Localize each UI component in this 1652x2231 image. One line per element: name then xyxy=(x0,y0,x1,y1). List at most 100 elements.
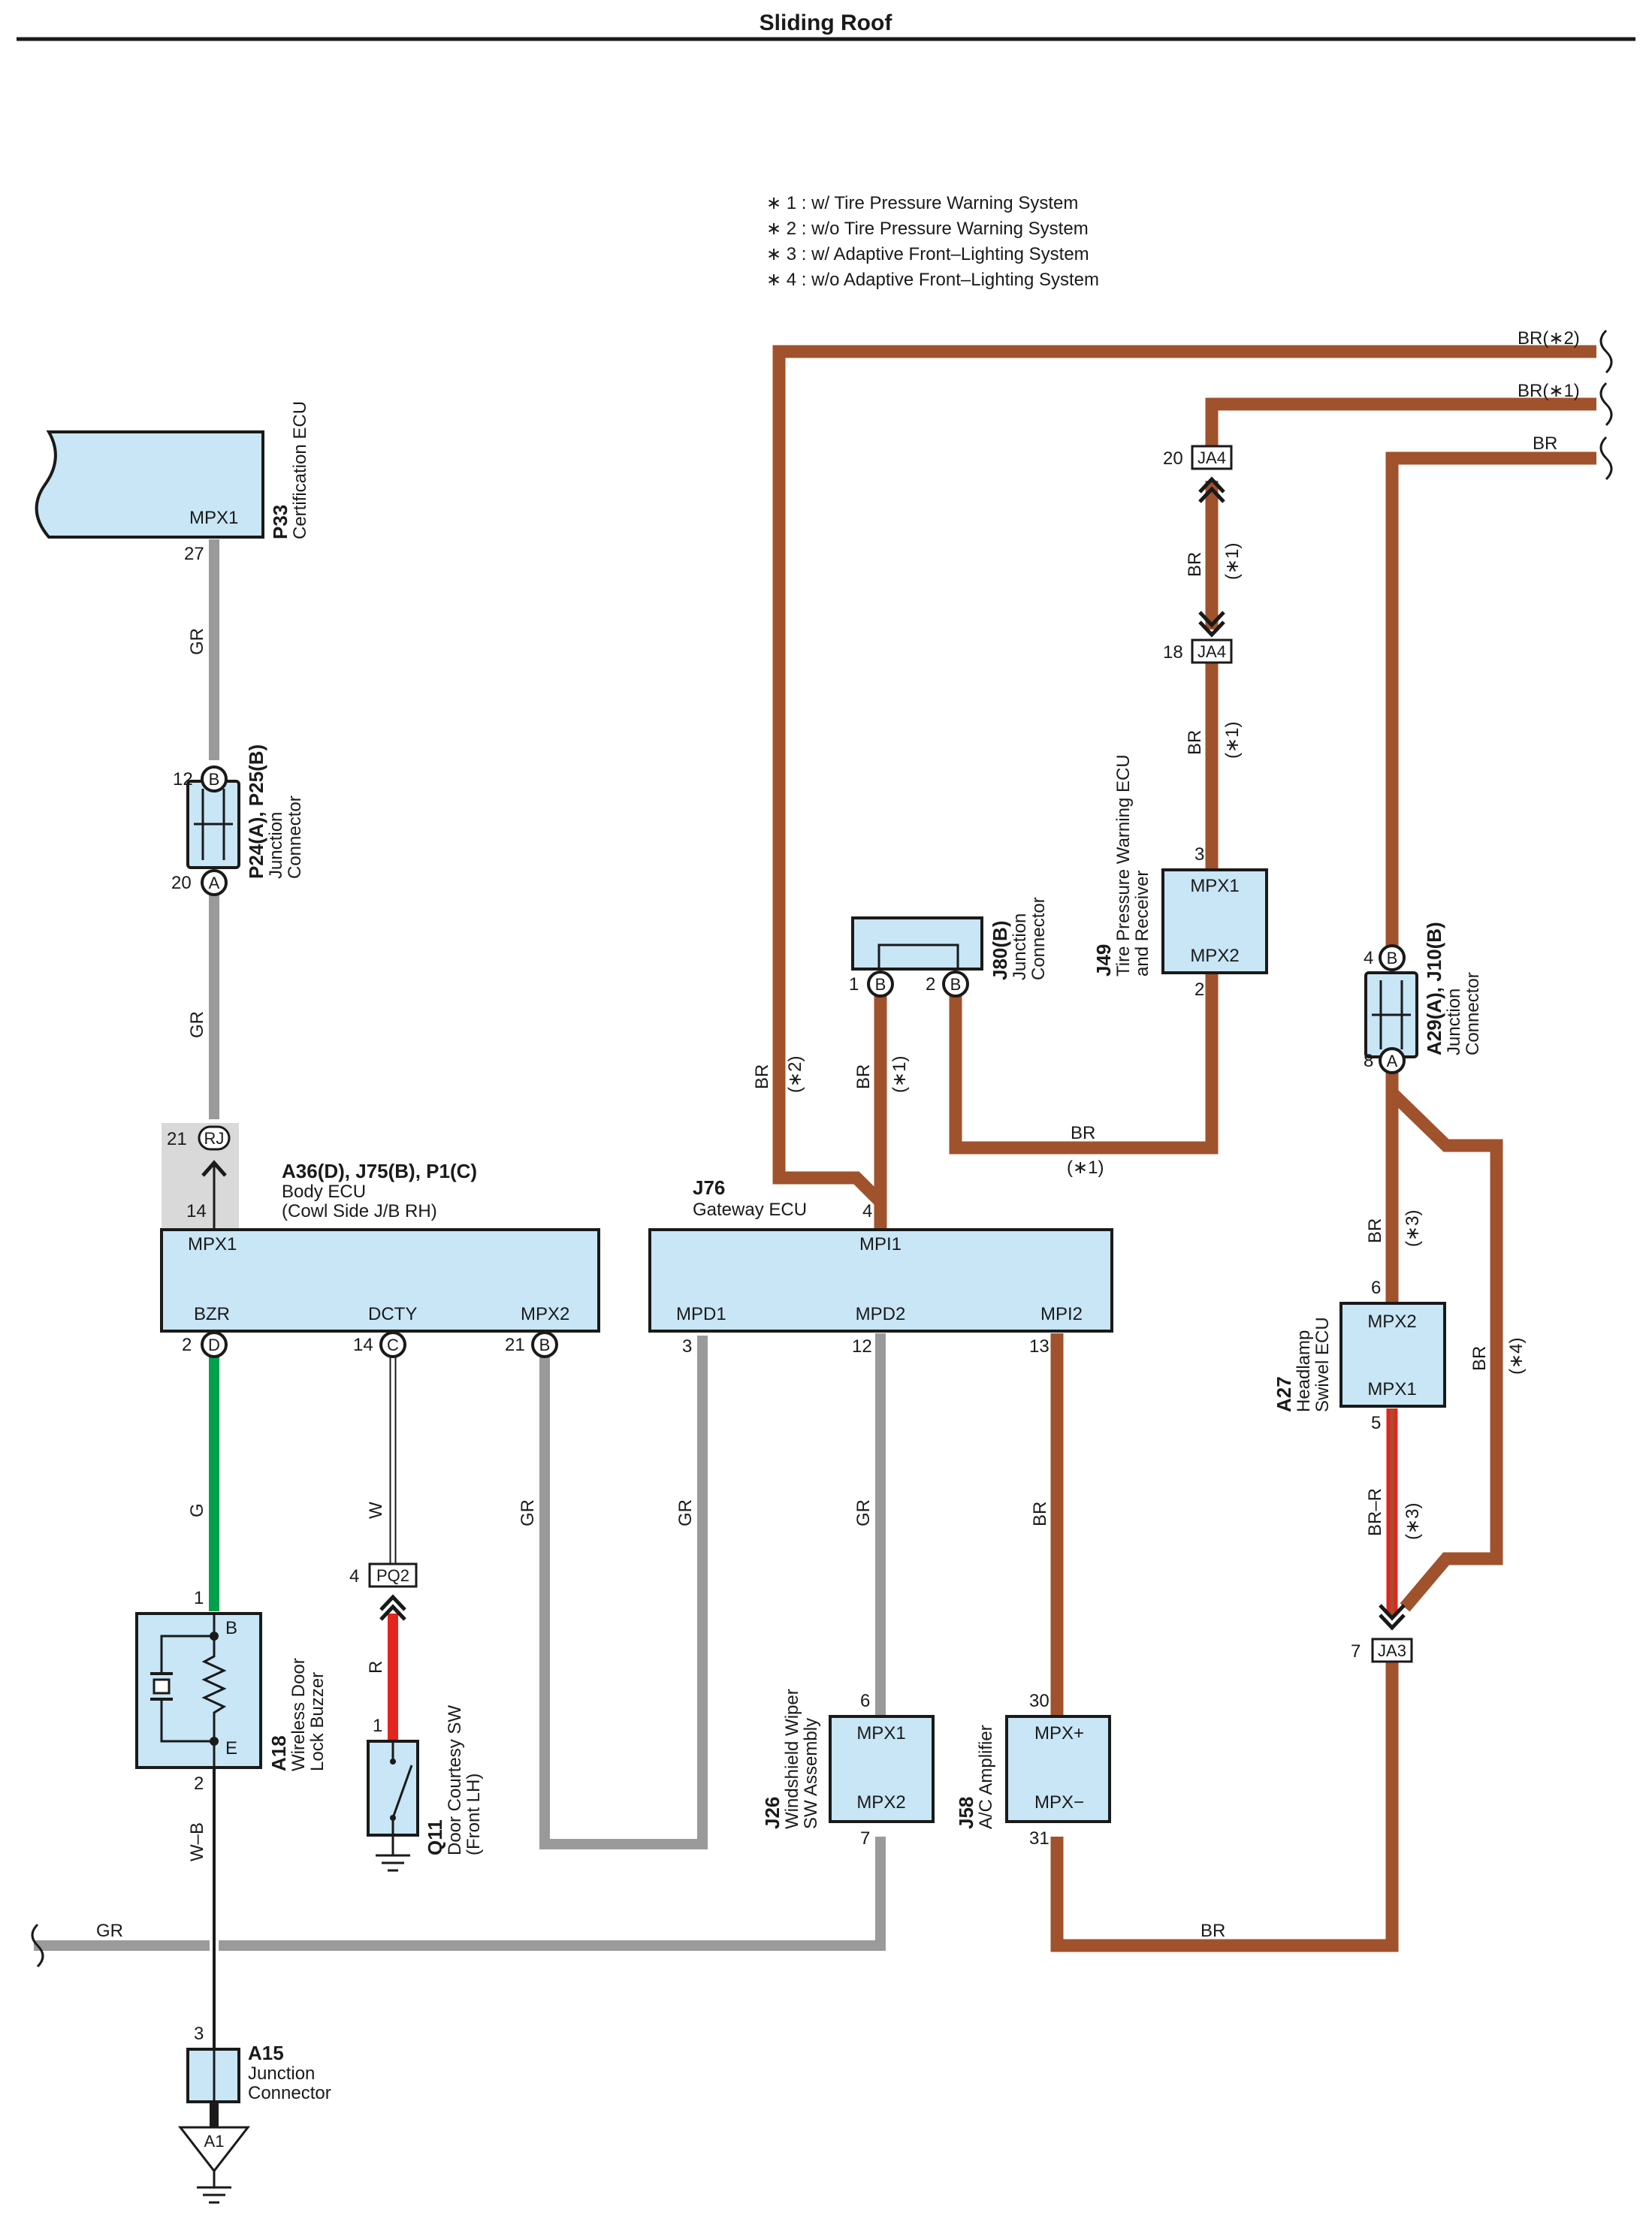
gateway-code: J76 xyxy=(693,1176,725,1199)
q11-code: Q11 xyxy=(424,1819,446,1855)
note-4: ∗ 4 : w/o Adaptive Front–Lighting System xyxy=(766,270,1099,290)
a27-pin1: 6 xyxy=(1371,1278,1381,1298)
body-ecu-pin-bzr: 2 xyxy=(182,1335,192,1355)
label-br-a29-a27: BR xyxy=(1365,1218,1385,1243)
j80-pin1: 1 xyxy=(849,974,859,995)
a29-code: A29(A), J10(B) xyxy=(1423,922,1445,1055)
p33-terminal: MPX1 xyxy=(189,508,238,528)
p24-name1: Junction xyxy=(266,812,286,879)
label-n1-j49-j80: (∗1) xyxy=(1067,1158,1104,1178)
a15-junction-connector: 3 A15 Junction Connector A1 xyxy=(177,2024,331,2204)
body-ecu-t-dcty: DCTY xyxy=(368,1304,417,1324)
a29-name1: Junction xyxy=(1444,989,1464,1055)
rj-label: RJ xyxy=(204,1129,225,1148)
label-br-ja4b: BR xyxy=(1185,730,1205,755)
label-gr-p33: GR xyxy=(187,628,207,655)
j26-name1: Windshield Wiper xyxy=(782,1689,802,1829)
wire-wb xyxy=(210,1769,219,2051)
note-1: ∗ 1 : w/ Tire Pressure Warning System xyxy=(766,193,1078,213)
gateway-t-mpd2: MPD2 xyxy=(856,1304,906,1324)
ja3-connector: JA3 7 xyxy=(1351,1604,1413,1663)
a15-name2: Connector xyxy=(248,2083,331,2103)
note-3: ∗ 3 : w/ Adaptive Front–Lighting System xyxy=(766,244,1089,264)
page-title: Sliding Roof xyxy=(760,11,893,35)
j26-code: J26 xyxy=(761,1797,784,1829)
label-br-ja4a: BR xyxy=(1185,552,1205,577)
j49-pin1: 3 xyxy=(1194,844,1204,865)
gateway-pin-mpi2: 13 xyxy=(1029,1336,1049,1357)
label-gr-mpd2: GR xyxy=(853,1499,874,1526)
label-br2-top: BR(∗2) xyxy=(1518,328,1580,349)
ja4-top-label: JA4 xyxy=(1197,448,1226,467)
ja4-bottom-pin: 18 xyxy=(1163,642,1183,663)
label-gr-mpd1: GR xyxy=(675,1499,696,1526)
j26-pin1: 6 xyxy=(860,1691,870,1711)
label-n1-j80-gw: (∗1) xyxy=(889,1056,910,1093)
a29-name2: Connector xyxy=(1463,972,1483,1055)
j26-t1: MPX1 xyxy=(856,1723,905,1743)
label-n4-bypass: (∗4) xyxy=(1506,1338,1527,1375)
p24-pin-bottom: 20 xyxy=(171,873,192,893)
a27-pin2: 5 xyxy=(1371,1413,1381,1433)
a18-pin2: 2 xyxy=(194,1774,204,1794)
wire-br-r xyxy=(1386,1408,1398,1615)
wire-br-1-main xyxy=(1205,397,1596,449)
j49-tire-pressure-ecu: MPX1 MPX2 3 2 J49 Tire Pressure Warning … xyxy=(1092,754,1268,1000)
ja4-top-connector: JA4 20 xyxy=(1163,445,1233,503)
body-ecu-t-mpx1: MPX1 xyxy=(188,1234,237,1254)
wire-br-j49-j80 xyxy=(949,973,1219,1155)
j26-name2: SW Assembly xyxy=(801,1718,821,1829)
ja4-bottom-label: JA4 xyxy=(1197,642,1226,661)
j58-ac-amplifier: MPX+ MPX− 30 31 J58 A/C Amplifier xyxy=(955,1691,1111,1849)
label-br-j58: BR xyxy=(1030,1502,1050,1526)
label-br-j49-j80: BR xyxy=(1071,1123,1095,1143)
body-ecu-name2: (Cowl Side J/B RH) xyxy=(282,1201,437,1221)
wire-break-symbols xyxy=(31,329,1613,1968)
j58-pin1: 30 xyxy=(1029,1691,1049,1711)
p24-conn-top: B xyxy=(209,770,220,789)
body-ecu-pin-dcty: 14 xyxy=(353,1335,373,1355)
label-r: R xyxy=(366,1661,386,1674)
j80-name2: Connector xyxy=(1028,897,1049,980)
body-ecu-conn-mpx2: B xyxy=(539,1336,551,1354)
p24-junction-connector: B 12 A 20 P24(A), P25(B) Junction Connec… xyxy=(171,744,305,896)
j80-conn2: B xyxy=(950,975,962,994)
wire-br-bottom xyxy=(1050,1656,1399,1952)
body-ecu-t-mpx2: MPX2 xyxy=(521,1304,569,1324)
rj-pin: 21 xyxy=(167,1129,187,1149)
wire-gr-bottom-bus xyxy=(34,1837,886,1951)
body-ecu: A36(D), J75(B), P1(C) Body ECU (Cowl Sid… xyxy=(160,1160,600,1358)
ja4-bottom-connector: JA4 18 xyxy=(1163,611,1233,664)
p33-pin: 27 xyxy=(184,544,204,564)
body-ecu-t-bzr: BZR xyxy=(194,1304,230,1324)
wire-labels: BR(∗2) BR(∗1) BR BR (∗1) BR (∗1) BR (∗1)… xyxy=(96,328,1580,1941)
a29-pin-top: 4 xyxy=(1364,948,1373,968)
label-br-j80-gw: BR xyxy=(853,1064,874,1089)
a18-name1: Wireless Door xyxy=(288,1658,309,1771)
a27-code: A27 xyxy=(1273,1376,1295,1412)
label-n1-ja4a: (∗1) xyxy=(1222,543,1243,580)
j58-t1: MPX+ xyxy=(1034,1723,1084,1743)
j58-name: A/C Amplifier xyxy=(976,1725,996,1829)
gateway-pin-mpd2: 12 xyxy=(852,1336,872,1357)
label-g: G xyxy=(187,1503,207,1517)
wire-br-2-main xyxy=(772,345,1596,1230)
a18-name2: Lock Buzzer xyxy=(307,1672,328,1771)
a29-conn-bottom: A xyxy=(1387,1052,1398,1070)
a27-name1: Headlamp xyxy=(1294,1330,1314,1412)
a29-pin-bottom: 8 xyxy=(1364,1051,1373,1071)
label-br-top: BR xyxy=(1533,433,1557,454)
pq2-connector: PQ2 4 xyxy=(349,1562,418,1621)
j49-t2: MPX2 xyxy=(1190,946,1239,966)
gateway-t-mpi1: MPI1 xyxy=(859,1234,902,1254)
j49-name2: and Receiver xyxy=(1132,871,1152,977)
p24-code: P24(A), P25(B) xyxy=(245,744,267,879)
q11-door-courtesy-switch: 1 Q11 Door Courtesy SW (Front LH) xyxy=(367,1705,484,1872)
pq2-pin: 4 xyxy=(349,1566,359,1586)
label-wb: W–B xyxy=(187,1822,207,1861)
p33-name: Certification ECU xyxy=(290,401,310,539)
label-n2-left: (∗2) xyxy=(785,1056,805,1093)
label-br-bypass: BR xyxy=(1469,1346,1490,1371)
ja3-label: JA3 xyxy=(1378,1641,1406,1660)
legend-notes: ∗ 1 : w/ Tire Pressure Warning System ∗ … xyxy=(766,193,1099,290)
